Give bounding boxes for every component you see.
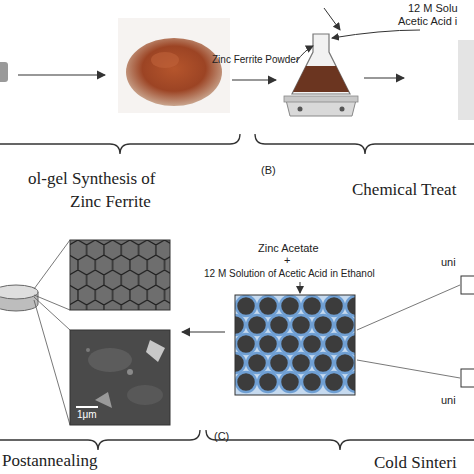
stage-title: Chemical Treat — [352, 181, 456, 200]
leader-line — [357, 360, 460, 378]
flow-arrow — [364, 77, 404, 78]
reagent-label: Zinc Acetate — [258, 242, 319, 254]
stage-brace — [206, 430, 474, 450]
stage-brace — [0, 430, 200, 450]
sample-vial — [0, 62, 8, 82]
cropped-box — [461, 369, 474, 387]
grain-boundaries — [70, 240, 170, 310]
coated-particles — [235, 295, 355, 395]
stage-title: Cold Sinteri — [374, 454, 457, 473]
stage-brace — [255, 134, 474, 154]
hexagonal-grain-schematic — [70, 240, 170, 310]
cropped-box — [461, 276, 474, 294]
flow-arrow — [300, 282, 301, 293]
particle-frame — [235, 295, 355, 395]
scale-bar-label: 1μm — [77, 409, 97, 420]
powder-photo — [118, 18, 230, 113]
zinc-ferrite-powder — [126, 38, 222, 106]
cropped-label: uni — [441, 256, 456, 268]
sintered-disk — [0, 285, 38, 311]
flow-arrow — [232, 79, 276, 80]
panel-letter: (C) — [214, 430, 229, 442]
leader-line — [357, 285, 460, 330]
reagent-label: + — [284, 254, 290, 266]
flow-arrow — [18, 74, 105, 75]
reagent-label: 12 M Solution of Acetic Acid in Ethanol — [204, 268, 375, 279]
sem-micrograph — [70, 330, 170, 425]
stage-title: Zinc Ferrite — [70, 193, 151, 212]
cropped-label: uni — [441, 394, 456, 406]
material-label: Zinc Ferrite Powder — [212, 54, 299, 65]
powder-highlight — [151, 52, 179, 68]
flow-arrow — [182, 331, 225, 332]
panel-letter: (B) — [261, 164, 276, 176]
reagent-label: Acetic Acid i — [398, 15, 457, 27]
stage-brace — [0, 134, 240, 154]
zoom-lines — [34, 240, 70, 425]
cropped-photo — [458, 40, 474, 120]
stage-title: Postannealing — [2, 452, 97, 471]
stage-title: ol-gel Synthesis of — [28, 170, 156, 189]
reagent-label: 12 M Solu — [408, 2, 458, 14]
